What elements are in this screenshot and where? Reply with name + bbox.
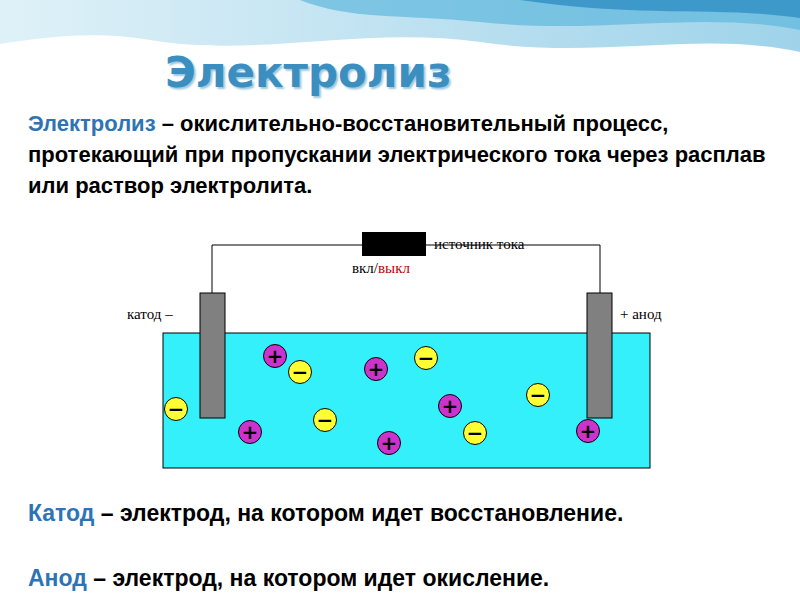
ion: + [438, 394, 462, 418]
ion: − [164, 397, 188, 421]
cation-sign: + [242, 422, 259, 442]
ion: − [313, 408, 337, 432]
definition: Электролиз – окислительно-восстановитель… [28, 108, 773, 201]
term: Катод [28, 500, 94, 526]
cathode-electrode [200, 293, 225, 418]
anion-sign: − [292, 362, 309, 382]
wave [300, 0, 800, 30]
ion: + [364, 357, 388, 381]
power-source [362, 232, 426, 256]
cation-sign: + [580, 421, 597, 441]
wave [520, 0, 800, 18]
definition-text: – электрод, на котором идет окисление. [93, 565, 549, 591]
anode-definition: Анод – электрод, на котором идет окислен… [28, 562, 788, 594]
ion: − [526, 383, 550, 407]
cathode-label: катод – [127, 306, 173, 323]
source-label: источник тока [434, 236, 524, 253]
cation-sign: + [368, 359, 385, 379]
wave-band [0, 0, 800, 52]
anion-sign: − [317, 410, 334, 430]
cathode-definition: Катод – электрод, на котором идет восста… [28, 497, 768, 529]
term: Электролиз [28, 111, 156, 136]
anion-sign: − [467, 423, 484, 443]
cation-sign: + [381, 433, 398, 453]
ion: − [288, 360, 312, 384]
anion-sign: − [530, 385, 547, 405]
wire [212, 245, 362, 293]
wire [426, 245, 600, 293]
switch-on: вкл/ [352, 260, 378, 276]
cation-sign: + [442, 396, 459, 416]
term: Анод [28, 565, 87, 591]
ion: − [463, 421, 487, 445]
anion-sign: − [418, 348, 435, 368]
anode-name: + анод [620, 306, 662, 322]
ion: + [377, 431, 401, 455]
electrolyte-bath [163, 333, 650, 468]
cation-sign: + [267, 346, 284, 366]
anode-label: + анод [620, 306, 662, 323]
anode-electrode [587, 293, 612, 418]
ion: + [238, 420, 262, 444]
anion-sign: − [168, 399, 185, 419]
switch-label: вкл/выкл [352, 260, 410, 277]
cathode-name: катод – [127, 306, 173, 322]
ion: + [263, 344, 287, 368]
slide-title: Электролиз [165, 48, 451, 97]
source-name: источник тока [434, 236, 524, 252]
ion: + [576, 419, 600, 443]
ion: − [414, 346, 438, 370]
definition-text: – электрод, на котором идет восстановлен… [101, 500, 624, 526]
switch-off: выкл [378, 260, 410, 276]
